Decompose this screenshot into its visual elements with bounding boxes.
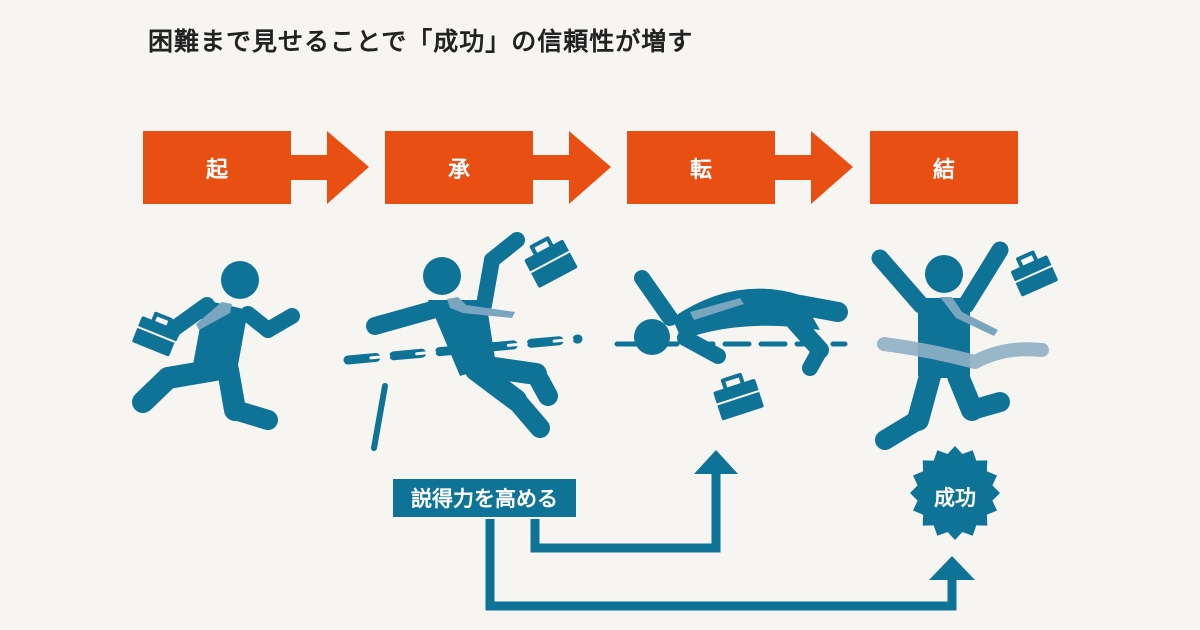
- winner-man-icon: [871, 241, 1058, 450]
- running-man-icon: [132, 261, 300, 430]
- arrow-head-icon: [929, 556, 975, 580]
- stage-ketsu-label: 結: [932, 157, 955, 183]
- stage-ten-label: 転: [689, 157, 712, 183]
- flow-arrow-to-success: [485, 517, 957, 611]
- success-label: 成功: [934, 486, 976, 510]
- burst-badge-icon: [910, 446, 1000, 540]
- tripping-man-icon: [343, 232, 583, 451]
- arrow-icon: [775, 131, 853, 204]
- arrow-icon: [291, 131, 369, 204]
- stage-ketsu: 結: [870, 131, 1018, 204]
- stage-sho: 承: [385, 131, 533, 204]
- flow-arrows: [485, 468, 957, 611]
- page-title: 困難まで見せることで「成功」の信頼性が増す: [148, 27, 694, 56]
- persuasion-label: 説得力を高める: [393, 479, 576, 517]
- high-jump-man-icon: [614, 270, 848, 421]
- flow-arrow-to-ten: [530, 468, 721, 553]
- arrow-head-icon: [694, 450, 738, 474]
- stage-ki: 起: [143, 131, 291, 204]
- stage-arrows: [291, 131, 853, 204]
- stage-sho-label: 承: [447, 157, 470, 183]
- arrow-icon: [533, 131, 611, 204]
- stage-ten: 転: [627, 131, 775, 204]
- stage-ki-label: 起: [205, 157, 228, 183]
